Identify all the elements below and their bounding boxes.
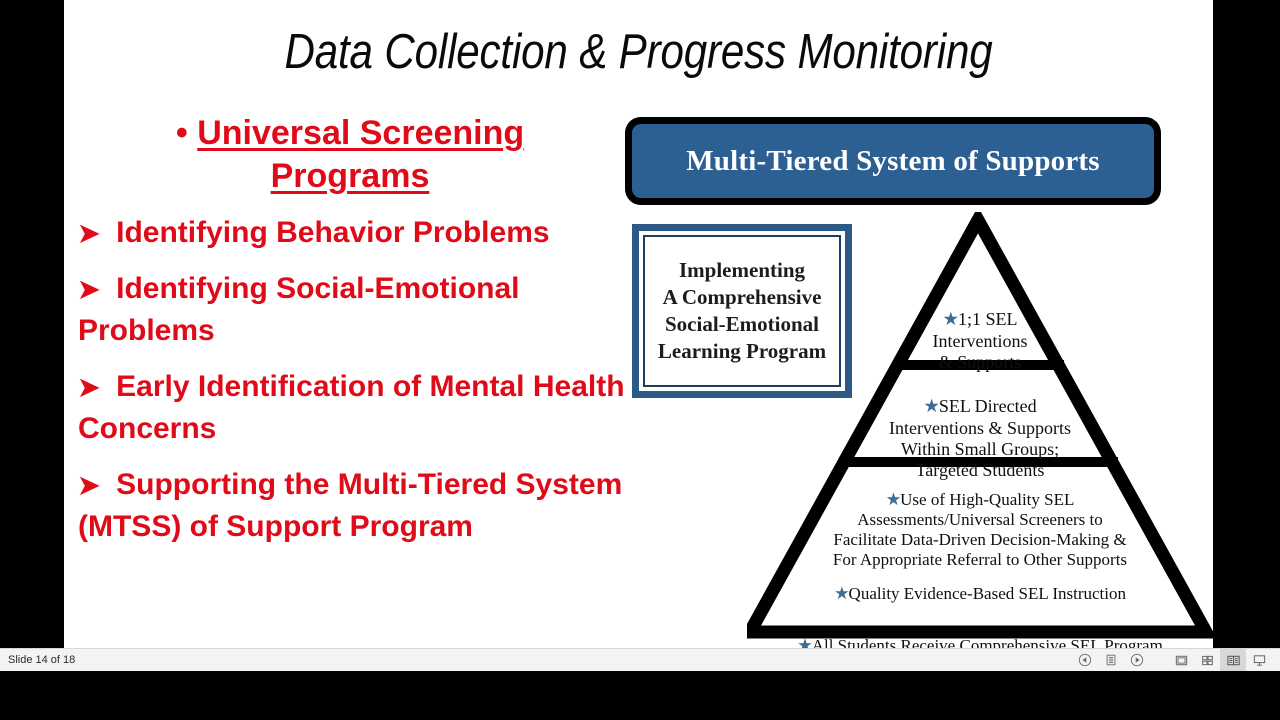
pyramid-tier-4-label-2: All Students Receive Comprehensive SEL P… xyxy=(811,636,1163,648)
notes-icon xyxy=(1106,654,1116,666)
pyramid-tier-1: ★1;1 SEL Interventions & Supports xyxy=(880,288,1080,373)
pyramid-tier-4-line: ★All Students Receive Comprehensive SEL … xyxy=(753,633,1207,648)
pyramid-tier-2-label: SEL Directed Interventions & Supports Wi… xyxy=(889,396,1071,480)
list-item: ➤ Early Identification of Mental Health … xyxy=(70,366,626,450)
pyramid-tier-3: ★Use of High-Quality SEL Assessments/Uni… xyxy=(777,470,1183,570)
slideshow-view-button[interactable] xyxy=(1246,649,1272,671)
pyramid-tier-2: ★SEL Directed Interventions & Supports W… xyxy=(822,375,1138,481)
reading-view-button[interactable] xyxy=(1220,649,1246,671)
callout-box-text: Implementing A Comprehensive Social-Emot… xyxy=(657,258,827,363)
normal-view-button[interactable] xyxy=(1168,649,1194,671)
arrow-bullet-icon: ➤ xyxy=(78,218,100,248)
pyramid-tier-4-line: ★Quality Evidence-Based SEL Instruction xyxy=(753,581,1207,607)
headline-line-2: Programs xyxy=(270,157,430,195)
list-item: ➤ Identifying Behavior Problems xyxy=(70,212,626,254)
next-slide-icon xyxy=(1130,653,1144,667)
slide-canvas: Data Collection & Progress Monitoring • … xyxy=(64,0,1213,648)
headline-bullet-glyph: • xyxy=(175,114,188,152)
star-icon: ★ xyxy=(885,489,902,509)
mtss-banner: Multi-Tiered System of Supports xyxy=(625,117,1161,205)
slide-sorter-icon xyxy=(1201,655,1213,665)
pyramid-tier-3-label: Use of High-Quality SEL Assessments/Univ… xyxy=(832,489,1128,569)
list-item-label: Identifying Social-Emotional Problems xyxy=(78,272,520,347)
callout-box-inner-border: Implementing A Comprehensive Social-Emot… xyxy=(643,235,841,387)
arrow-bullet-icon: ➤ xyxy=(78,372,100,402)
arrow-bullet-icon: ➤ xyxy=(78,470,100,500)
slide-counter: Slide 14 of 18 xyxy=(8,654,76,666)
list-item-label: Early Identification of Mental Health Co… xyxy=(78,370,625,445)
pyramid-outline-icon xyxy=(747,212,1213,639)
mtss-banner-label: Multi-Tiered System of Supports xyxy=(686,144,1100,177)
slideshow-icon xyxy=(1253,654,1265,666)
pyramid-tier-1-label: 1;1 SEL Interventions & Supports xyxy=(932,309,1028,372)
headline-line-1: Universal Screening xyxy=(197,114,525,152)
arrow-bullet-icon: ➤ xyxy=(78,274,100,304)
list-item: ➤ Identifying Social-Emotional Problems xyxy=(70,268,626,352)
pyramid-tier-4: ★Quality Evidence-Based SEL Instruction … xyxy=(753,555,1207,648)
reading-view-icon xyxy=(1226,655,1240,665)
star-icon: ★ xyxy=(923,396,940,417)
list-item-label: Identifying Behavior Problems xyxy=(107,216,550,249)
bullet-list: • Universal Screening Programs ➤ Identif… xyxy=(70,112,626,548)
page-title: Data Collection & Progress Monitoring xyxy=(284,25,993,79)
normal-view-icon xyxy=(1175,655,1187,665)
star-icon: ★ xyxy=(942,309,960,330)
next-slide-button[interactable] xyxy=(1124,649,1150,671)
slide-notes-button[interactable] xyxy=(1098,649,1124,671)
star-icon: ★ xyxy=(834,583,850,603)
mtss-pyramid: ★1;1 SEL Interventions & Supports ★SEL D… xyxy=(747,212,1213,648)
view-switcher-group xyxy=(1168,649,1272,671)
slide-sorter-view-button[interactable] xyxy=(1194,649,1220,671)
callout-box: Implementing A Comprehensive Social-Emot… xyxy=(632,224,852,398)
star-icon: ★ xyxy=(797,636,813,648)
headline-universal-screening: • Universal Screening Programs xyxy=(70,112,626,198)
pyramid-tier-4-label-1: Quality Evidence-Based SEL Instruction xyxy=(848,583,1126,603)
list-item: ➤ Supporting the Multi-Tiered System (MT… xyxy=(70,464,626,548)
previous-slide-icon xyxy=(1078,653,1092,667)
previous-slide-button[interactable] xyxy=(1072,649,1098,671)
status-bar: Slide 14 of 18 xyxy=(0,648,1280,671)
slide-navigation-group xyxy=(1072,649,1150,671)
list-item-label: Supporting the Multi-Tiered System (MTSS… xyxy=(78,468,623,543)
